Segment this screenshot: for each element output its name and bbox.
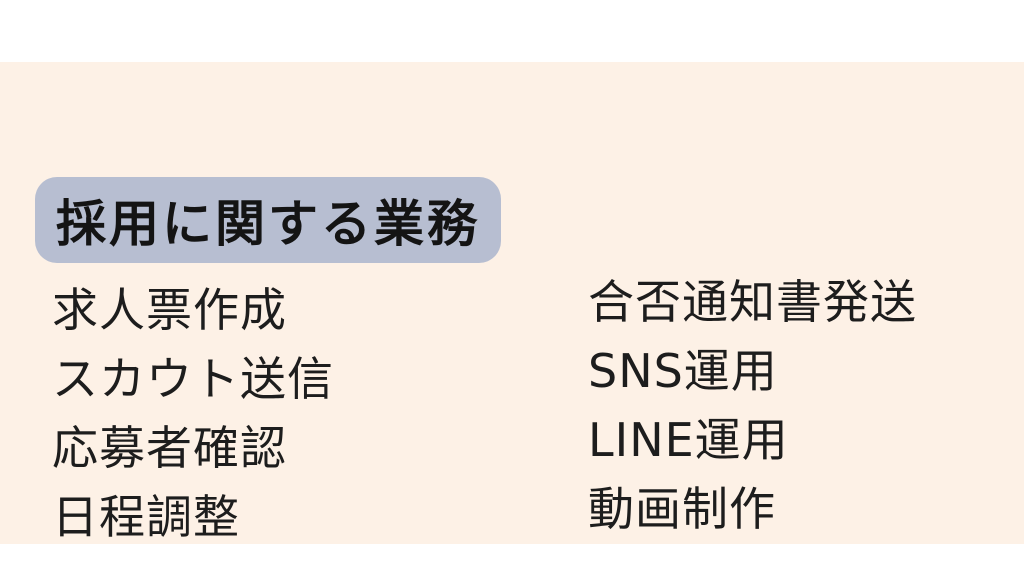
recruitment-task-list-right: 合否通知書発送 SNS運用 LINE運用 動画制作 <box>588 268 917 544</box>
list-item: SNS運用 <box>588 344 778 398</box>
content-panel: 採用に関する業務 求人票作成 スカウト送信 応募者確認 日程調整 合否通知書発送… <box>0 62 1024 544</box>
list-item: 求人票作成 <box>52 283 287 337</box>
list-item: スカウト送信 <box>52 352 334 406</box>
list-item: LINE運用 <box>588 413 789 467</box>
list-item: 応募者確認 <box>52 421 287 475</box>
recruitment-task-list-left: 求人票作成 スカウト送信 応募者確認 日程調整 <box>52 276 334 552</box>
list-item: 日程調整 <box>52 490 240 544</box>
list-item: 合否通知書発送 <box>588 275 917 329</box>
title-badge: 採用に関する業務 <box>35 177 501 263</box>
list-item: 動画制作 <box>588 482 776 536</box>
page-title: 採用に関する業務 <box>56 195 480 253</box>
